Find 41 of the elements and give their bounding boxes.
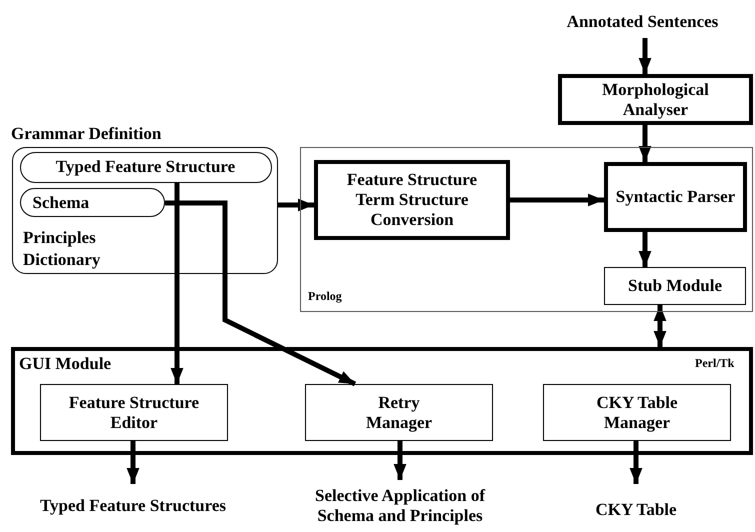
process-box — [314, 160, 510, 240]
group-heading: Grammar Definition — [11, 124, 162, 144]
box-label: Schema — [32, 192, 90, 212]
output-label: Typed Feature Structures — [8, 495, 258, 517]
arrow — [126, 441, 140, 484]
pill-box — [20, 188, 164, 216]
region-label: Perl/Tk — [695, 356, 734, 370]
process-box — [543, 384, 731, 441]
process-box — [604, 267, 746, 305]
arrow — [638, 125, 652, 162]
arrow — [278, 198, 314, 212]
output-label: CKY Table — [560, 499, 712, 521]
output-label: Selective Application of Schema and Principles — [290, 484, 510, 528]
box-label: Retry Manager — [364, 392, 434, 432]
arrow — [165, 200, 356, 386]
arrow — [638, 232, 652, 267]
process-box — [40, 384, 228, 441]
module-box — [11, 347, 753, 455]
arrow — [170, 183, 184, 384]
input-label: Annotated Sentences — [530, 10, 755, 34]
process-box — [305, 384, 493, 441]
process-box — [558, 74, 753, 125]
box-label: CKY Table Manager — [595, 392, 679, 432]
process-box — [604, 162, 747, 232]
box-label: Dictionary — [23, 250, 100, 270]
prolog-region — [300, 147, 753, 312]
arrow — [654, 305, 666, 347]
box-label: Feature Structure Term Structure Conversion — [346, 170, 478, 230]
arrow — [630, 441, 642, 484]
arrow — [510, 194, 604, 206]
box-label: Typed Feature Structure — [56, 157, 236, 177]
region-label: Prolog — [308, 289, 342, 303]
box-label: Morphological Analyser — [601, 80, 710, 120]
module-label: GUI Module — [19, 354, 112, 374]
pill-box — [20, 152, 272, 182]
box-label: Syntactic Parser — [616, 187, 736, 207]
box-label: Stub Module — [628, 276, 722, 296]
box-label: Feature Structure Editor — [68, 392, 200, 432]
arrow — [394, 441, 406, 480]
box-label: Principles — [23, 228, 96, 248]
arrow — [638, 38, 652, 74]
